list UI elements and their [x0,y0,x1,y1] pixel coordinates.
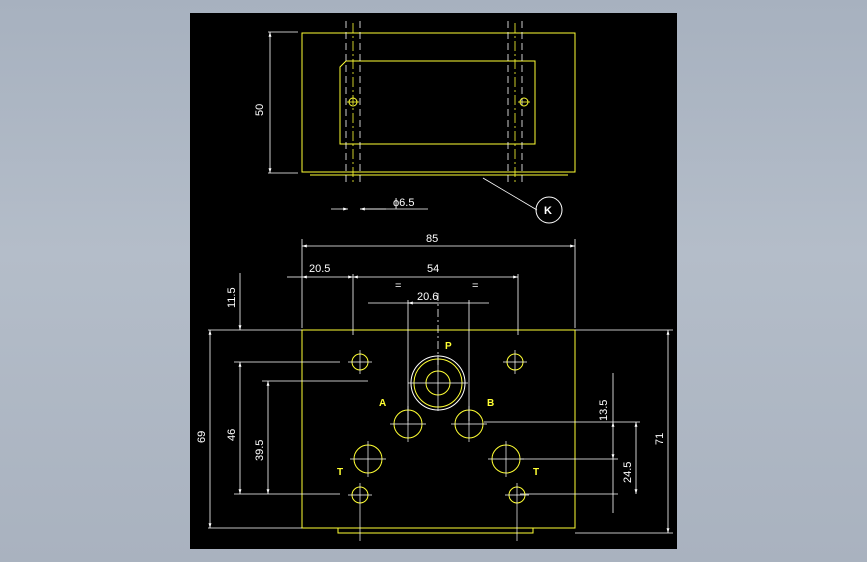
dim-24-5: 24.5 [622,462,634,483]
dim-phi-6-5: ϕ6.5 [393,197,414,209]
cad-drawing: 50 ϕ6.5 K 85 20.5 54 20.6 = [196,21,673,541]
dim-85: 85 [426,233,438,245]
callout-k-label: K [544,205,552,217]
dim-50: 50 [254,104,266,116]
dim-20-5: 20.5 [309,263,330,275]
mounting-hole-bottom-left [348,483,372,541]
port-label-p: P [445,341,452,352]
port-p [408,355,468,411]
equal-mark-right: = [472,280,478,292]
drawing-canvas: 50 ϕ6.5 K 85 20.5 54 20.6 = [190,13,677,549]
dim-46: 46 [226,429,238,441]
top-view-body [301,32,576,173]
port-a [390,406,426,442]
hidden-hole-lines [345,21,523,183]
dim-54: 54 [427,263,439,275]
mounting-hole-top-right [503,350,527,374]
callout-k-circle [535,196,563,224]
mounting-hole-bottom-right [505,483,529,541]
dim-20-6: 20.6 [417,291,438,303]
dim-13-5: 13.5 [598,400,610,421]
top-view: 50 ϕ6.5 K [254,21,576,224]
equal-mark-left: = [395,280,401,292]
front-view-base [337,527,534,534]
port-label-a: A [379,398,386,409]
front-view: 85 20.5 54 20.6 = = 69 11.5 46 39.5 [196,233,673,541]
dim-71: 71 [654,433,666,445]
port-t-left [350,441,386,477]
port-label-b: B [487,398,494,409]
front-view-body [301,329,576,529]
center-lines [352,23,516,185]
top-view-cavity [339,60,536,145]
port-label-t-right: T [533,467,539,478]
port-label-t-left: T [337,467,343,478]
dim-69: 69 [196,431,208,443]
dim-11-5: 11.5 [226,287,238,308]
mounting-hole-top-left [348,350,372,374]
dim-39-5: 39.5 [254,440,266,461]
port-t-right [488,441,524,477]
port-b [451,406,487,442]
